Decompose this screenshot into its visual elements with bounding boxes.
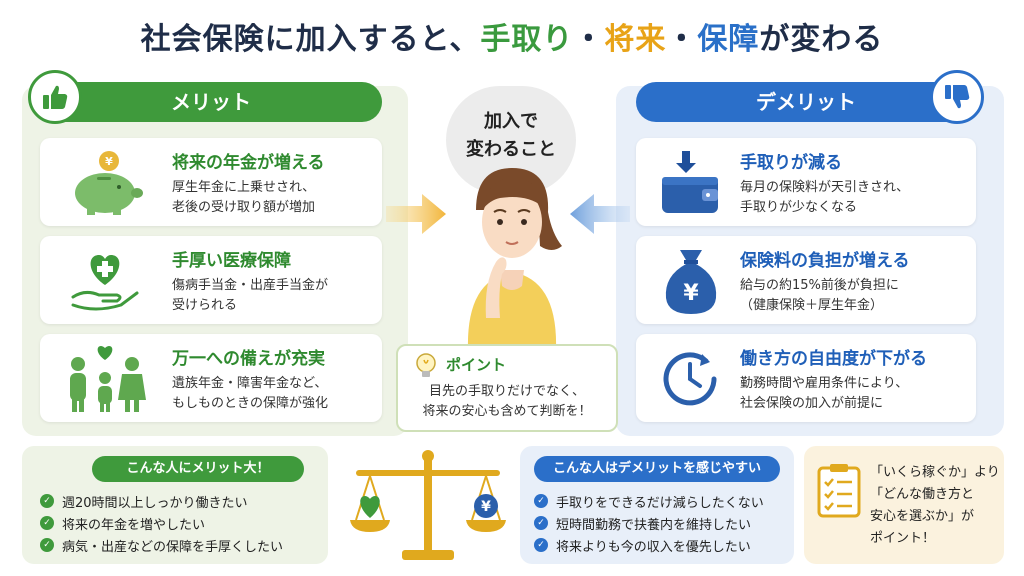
merit-audience-list: ✓ 週20時間以上しっかり働きたい ✓ 将来の年金を増やしたい ✓ 病気・出産などの保… bbox=[40, 490, 283, 556]
merit-pill-text-a: こんな人に bbox=[126, 461, 192, 476]
title-keyword-coverage: 保障 bbox=[697, 22, 760, 57]
summary-line2: 「どんな働き方と bbox=[870, 487, 975, 502]
demerit-desc-premium-line1: 給与の約15%前後が負担に bbox=[740, 278, 899, 293]
svg-text:¥: ¥ bbox=[683, 281, 699, 306]
merit-pill-text-b: メリット大！ bbox=[191, 461, 270, 476]
thumbs-down-icon bbox=[930, 70, 984, 124]
title-keyword-future: 将来 bbox=[604, 22, 667, 57]
merit-desc-protection-line1: 遺族年金・障害年金など、 bbox=[172, 376, 328, 391]
title-keyword-take-home: 手取り bbox=[480, 22, 574, 57]
demerit-audience-list: ✓ 手取りをできるだけ減らしたくない ✓ 短時間勤務で扶養内を維持したい ✓ 将来より… bbox=[534, 490, 764, 556]
demerit-header: デメリット bbox=[636, 82, 976, 122]
point-desc-line2: 将来の安心も含めて判断を！ bbox=[422, 404, 592, 419]
arrow-left-icon bbox=[570, 194, 630, 234]
merit-title-pension: 将来の年金が増える bbox=[172, 153, 325, 173]
merit-title-protection: 万一への備えが充実 bbox=[172, 349, 325, 369]
merit-desc-protection-line2: もしものときの保障が強化 bbox=[172, 396, 329, 411]
demerit-desc-flexibility-line1: 勤務時間や雇用条件により、 bbox=[740, 376, 909, 391]
merit-desc-pension: 厚生年金に上乗せされ、 老後の受け取り額が増加 bbox=[172, 178, 315, 218]
list-item-text: 手取りをできるだけ減らしたくない bbox=[556, 495, 764, 511]
check-icon: ✓ bbox=[534, 538, 548, 552]
merit-audience-pill: こんな人にメリット大！ bbox=[92, 456, 304, 482]
merit-desc-medical: 傷病手当金・出産手当金が 受けられる bbox=[172, 276, 328, 316]
demerit-title-take-home: 手取りが減る bbox=[740, 153, 842, 173]
wallet-icon bbox=[646, 148, 736, 218]
list-item-text: 将来の年金を増やしたい bbox=[62, 517, 206, 533]
check-icon: ✓ bbox=[534, 516, 548, 530]
medical-hand-icon bbox=[50, 246, 160, 316]
balance-scale-icon: ¥ bbox=[350, 450, 506, 560]
arrow-right-icon bbox=[386, 194, 446, 234]
summary-point-text: 「いくら稼ぐか」より 「どんな働き方と 安心を選ぶか」が ポイント！ bbox=[870, 462, 1000, 550]
point-title: ポイント bbox=[446, 356, 507, 374]
point-desc: 目先の手取りだけでなく、 将来の安心も含めて判断を！ bbox=[398, 382, 616, 422]
list-item-text: 短時間勤務で扶養内を維持したい bbox=[556, 517, 752, 533]
demerit-title-flexibility: 働き方の自由度が下がる bbox=[740, 349, 927, 369]
merit-card-pension: ¥ 将来の年金が増える 厚生年金に上乗せされ、 老後の受け取り額が増加 bbox=[40, 138, 382, 226]
merit-desc-medical-line1: 傷病手当金・出産手当金が bbox=[172, 278, 329, 293]
demerit-audience-box: こんな人はデメリットを感じやすい ✓ 手取りをできるだけ減らしたくない ✓ 短時間勤… bbox=[520, 446, 794, 564]
demerit-desc-flexibility-line2: 社会保険の加入が前提に bbox=[740, 396, 884, 411]
summary-line4: ポイント！ bbox=[870, 531, 936, 546]
summary-line3: 安心を選ぶか」が bbox=[870, 509, 975, 524]
demerit-card-premium: ¥ 保険料の負担が増える 給与の約15%前後が負担に （健康保険＋厚生年金） bbox=[636, 236, 976, 324]
demerit-desc-take-home-line1: 毎月の保険料が天引きされ、 bbox=[740, 180, 910, 195]
check-icon: ✓ bbox=[40, 538, 54, 552]
list-item: ✓ 病気・出産などの保障を手厚くしたい bbox=[40, 534, 283, 556]
title-sep2: ・ bbox=[666, 22, 698, 57]
demerit-desc-premium-line2: （健康保険＋厚生年金） bbox=[740, 298, 884, 313]
list-item: ✓ 将来の年金を増やしたい bbox=[40, 512, 283, 534]
merit-desc-medical-line2: 受けられる bbox=[172, 298, 238, 313]
thumbs-up-icon bbox=[28, 70, 82, 124]
merit-header: メリット bbox=[40, 82, 382, 122]
center-point-box: ポイント 目先の手取りだけでなく、 将来の安心も含めて判断を！ bbox=[396, 344, 618, 432]
merit-audience-box: こんな人にメリット大！ ✓ 週20時間以上しっかり働きたい ✓ 将来の年金を増やした… bbox=[22, 446, 328, 564]
list-item: ✓ 将来よりも今の収入を優先したい bbox=[534, 534, 764, 556]
clock-icon bbox=[646, 344, 736, 414]
lightbulb-icon bbox=[416, 353, 436, 377]
money-bag-icon: ¥ bbox=[646, 246, 736, 316]
check-icon: ✓ bbox=[534, 494, 548, 508]
list-item-text: 病気・出産などの保障を手厚くしたい bbox=[62, 539, 284, 555]
piggy-bank-icon: ¥ bbox=[50, 148, 160, 218]
merit-desc-pension-line1: 厚生年金に上乗せされ、 bbox=[172, 180, 316, 195]
list-item-text: 将来よりも今の収入を優先したい bbox=[556, 539, 751, 555]
demerit-title-premium: 保険料の負担が増える bbox=[740, 251, 910, 271]
check-icon: ✓ bbox=[40, 494, 54, 508]
thinking-woman-illustration bbox=[467, 168, 562, 350]
list-item: ✓ 手取りをできるだけ減らしたくない bbox=[534, 490, 764, 512]
demerit-card-flexibility: 働き方の自由度が下がる 勤務時間や雇用条件により、 社会保険の加入が前提に bbox=[636, 334, 976, 422]
merit-card-protection: 万一への備えが充実 遺族年金・障害年金など、 もしものときの保障が強化 bbox=[40, 334, 382, 422]
merit-title-medical: 手厚い医療保障 bbox=[172, 251, 291, 271]
summary-line1: 「いくら稼ぐか」より bbox=[870, 465, 1000, 480]
demerit-desc-flexibility: 勤務時間や雇用条件により、 社会保険の加入が前提に bbox=[740, 374, 908, 414]
merit-desc-protection: 遺族年金・障害年金など、 もしものときの保障が強化 bbox=[172, 374, 328, 414]
demerit-pill-text-a: こんな人は bbox=[552, 461, 618, 476]
svg-text:¥: ¥ bbox=[481, 499, 491, 515]
page-title: 社会保険に加入すると、手取り・将来・保障が変わる bbox=[0, 14, 1024, 58]
title-part2: が変わる bbox=[759, 22, 884, 57]
demerit-desc-take-home: 毎月の保険料が天引きされ、 手取りが少なくなる bbox=[740, 178, 909, 218]
clipboard-checklist-icon bbox=[817, 464, 861, 518]
bubble-line1: 加入で bbox=[484, 111, 538, 132]
demerit-desc-premium: 給与の約15%前後が負担に （健康保険＋厚生年金） bbox=[740, 276, 899, 316]
list-item-text: 週20時間以上しっかり働きたい bbox=[62, 495, 248, 511]
merit-card-medical: 手厚い医療保障 傷病手当金・出産手当金が 受けられる bbox=[40, 236, 382, 324]
family-icon bbox=[50, 344, 160, 414]
demerit-card-take-home: 手取りが減る 毎月の保険料が天引きされ、 手取りが少なくなる bbox=[636, 138, 976, 226]
demerit-desc-take-home-line2: 手取りが少なくなる bbox=[740, 200, 858, 215]
title-part1: 社会保険に加入すると、 bbox=[140, 22, 481, 57]
title-sep1: ・ bbox=[573, 22, 605, 57]
point-desc-line1: 目先の手取りだけでなく、 bbox=[428, 384, 585, 399]
center-question-bubble: 加入で 変わること bbox=[446, 86, 576, 194]
merit-desc-pension-line2: 老後の受け取り額が増加 bbox=[172, 200, 316, 215]
check-icon: ✓ bbox=[40, 516, 54, 530]
bubble-line2: 変わること bbox=[466, 139, 556, 160]
demerit-audience-pill: こんな人はデメリットを感じやすい bbox=[534, 456, 780, 482]
list-item: ✓ 週20時間以上しっかり働きたい bbox=[40, 490, 283, 512]
demerit-pill-text-b: デメリットを感じやすい bbox=[618, 461, 762, 476]
svg-text:¥: ¥ bbox=[105, 155, 113, 168]
list-item: ✓ 短時間勤務で扶養内を維持したい bbox=[534, 512, 764, 534]
